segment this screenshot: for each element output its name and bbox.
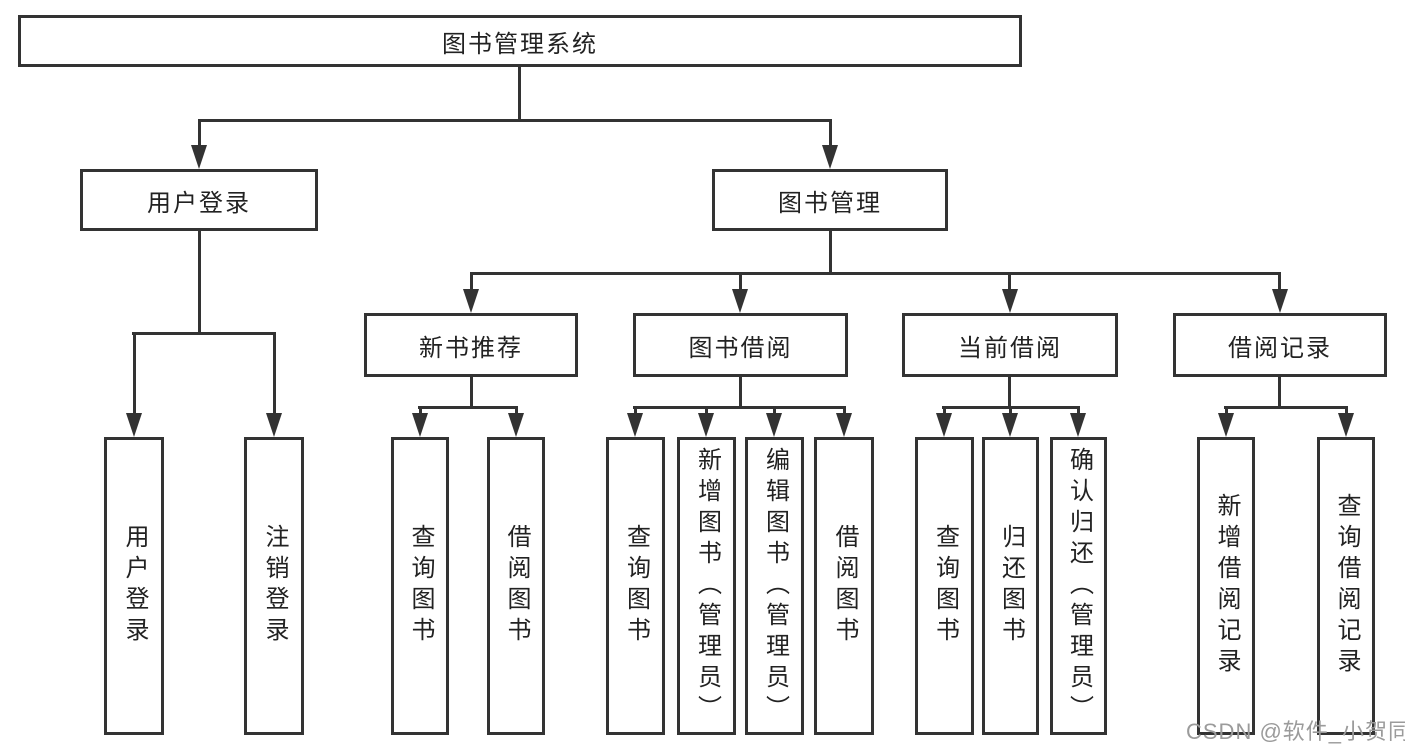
arrow-down-icon (1002, 289, 1018, 313)
leaf-query-books-current: 查询图书 (915, 437, 974, 735)
connector-book-mgmt-stem (829, 231, 832, 275)
arrow-down-icon (936, 413, 952, 437)
arrow-down-icon (1070, 413, 1086, 437)
arrow-down-icon (766, 413, 782, 437)
connector-leaf-drop (515, 406, 518, 416)
leaf-user-login: 用户登录 (104, 437, 164, 735)
arrow-down-icon (1218, 413, 1234, 437)
connector-leaf-drop (419, 406, 422, 416)
csdn-watermark: CSDN @软件_小贺同学 (1186, 719, 1405, 744)
node-user-login: 用户登录 (80, 169, 318, 231)
node-book-management: 图书管理 (712, 169, 948, 231)
arrow-down-icon (836, 413, 852, 437)
connector-user-children-hline (132, 332, 276, 335)
arrow-down-icon (698, 413, 714, 437)
connector-level3-drop (470, 272, 473, 291)
node-book-borrowing: 图书借阅 (633, 313, 848, 377)
connector-leaf-hline (418, 406, 518, 409)
connector-level3-drop (739, 272, 742, 291)
connector-leaf-hline (633, 406, 845, 409)
arrow-down-icon (463, 289, 479, 313)
arrow-down-icon (1002, 413, 1018, 437)
connector-root-stem (518, 67, 521, 120)
leaf-confirm-return-admin: 确认归还（管理员） (1050, 437, 1107, 735)
arrow-down-icon (126, 413, 142, 437)
connector-level3-stem (1278, 375, 1281, 408)
connector-level3-drop (1278, 272, 1281, 291)
leaf-query-books-borrowing: 查询图书 (606, 437, 665, 735)
connector-leaf-hline (1224, 406, 1348, 409)
arrow-down-icon (732, 289, 748, 313)
node-current-borrowing: 当前借阅 (902, 313, 1118, 377)
connector-level2-hline (198, 119, 832, 122)
connector-leaf-drop (133, 332, 136, 415)
connector-level3-hline (470, 272, 1281, 275)
connector-leaf-drop (1225, 406, 1228, 416)
arrow-down-icon (627, 413, 643, 437)
connector-leaf-drop (1009, 406, 1012, 416)
arrow-down-icon (1272, 289, 1288, 313)
arrow-down-icon (266, 413, 282, 437)
leaf-borrow-books: 借阅图书 (814, 437, 874, 735)
leaf-edit-books-admin: 编辑图书（管理员） (745, 437, 804, 735)
node-borrowing-records: 借阅记录 (1173, 313, 1387, 377)
leaf-query-borrow-record: 查询借阅记录 (1317, 437, 1375, 735)
arrow-down-icon (822, 145, 838, 169)
arrow-down-icon (412, 413, 428, 437)
leaf-add-borrow-record: 新增借阅记录 (1197, 437, 1255, 735)
leaf-add-books-admin: 新增图书（管理员） (677, 437, 736, 735)
connector-book-mgmt-drop (829, 119, 832, 149)
connector-leaf-drop (843, 406, 846, 416)
leaf-logout: 注销登录 (244, 437, 304, 735)
connector-leaf-drop (705, 406, 708, 416)
leaf-query-books-recommend: 查询图书 (391, 437, 449, 735)
arrow-down-icon (508, 413, 524, 437)
connector-level3-stem (470, 375, 473, 408)
connector-user-login-stem (198, 231, 201, 333)
connector-leaf-drop (943, 406, 946, 416)
node-new-book-recommend: 新书推荐 (364, 313, 578, 377)
connector-leaf-drop (1077, 406, 1080, 416)
connector-level3-stem (1008, 375, 1011, 408)
arrow-down-icon (1338, 413, 1354, 437)
leaf-borrow-books-recommend: 借阅图书 (487, 437, 545, 735)
connector-leaf-drop (1345, 406, 1348, 416)
connector-leaf-drop (634, 406, 637, 416)
leaf-return-books: 归还图书 (982, 437, 1039, 735)
arrow-down-icon (191, 145, 207, 169)
connector-level3-stem (739, 375, 742, 408)
connector-leaf-drop (273, 332, 276, 415)
node-library-management-system: 图书管理系统 (18, 15, 1022, 67)
connector-level3-drop (1008, 272, 1011, 291)
connector-leaf-drop (773, 406, 776, 416)
connector-user-login-drop (198, 119, 201, 149)
